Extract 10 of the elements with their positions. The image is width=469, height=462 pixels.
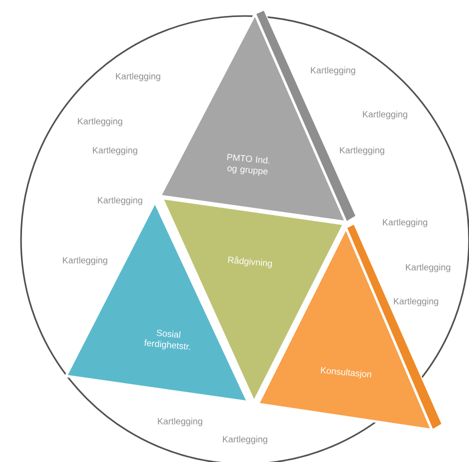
label: Kartlegging — [78, 118, 122, 126]
label: Kartlegging — [116, 72, 160, 82]
label: Kartlegging — [92, 146, 138, 156]
label: Kartlegging — [362, 110, 408, 120]
label: Kartlegging — [98, 196, 142, 206]
label: Kartlegging — [394, 298, 438, 306]
label: Kartlegging — [310, 66, 356, 76]
label: Kartlegging — [158, 418, 202, 426]
label: Kartlegging — [222, 436, 268, 444]
label: Kartlegging — [62, 256, 108, 266]
